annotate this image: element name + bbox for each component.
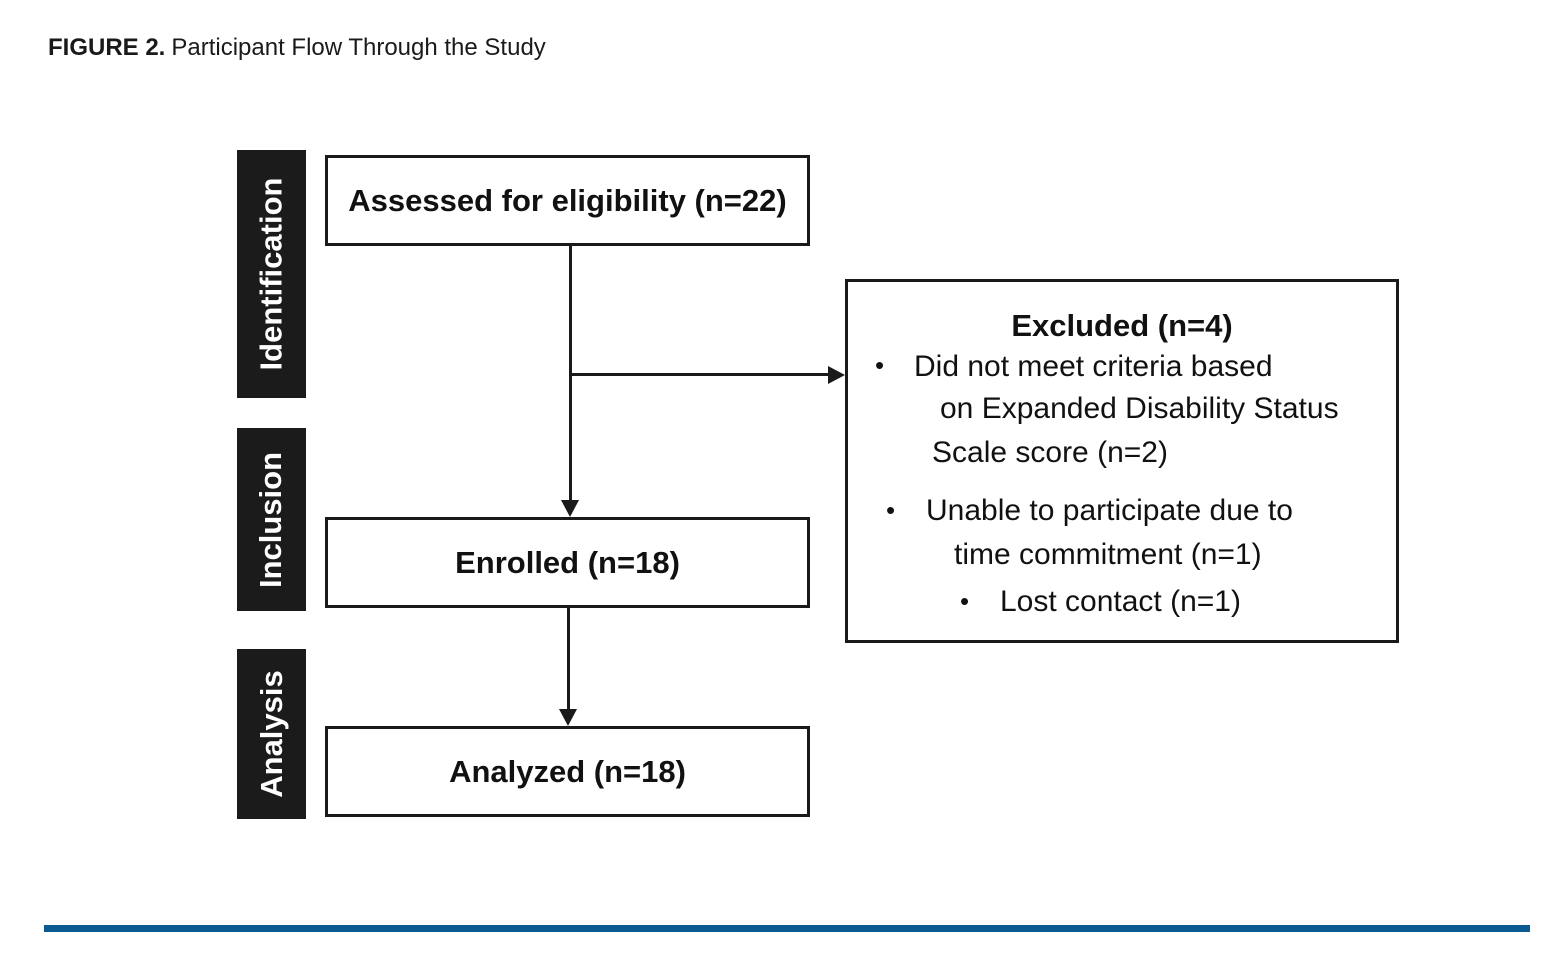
stage-bar-inclusion: Inclusion [237, 428, 306, 611]
bullet-reason-1: • [875, 350, 885, 380]
enrolled-box-label: Enrolled (n=18) [455, 544, 680, 580]
stage-label-analysis: Analysis [253, 670, 289, 798]
figure-label: FIGURE 2. [48, 34, 166, 61]
reason-2-line-1: Unable to participate due to [926, 494, 1293, 527]
assessed-box: Assessed for eligibility (n=22) [325, 155, 810, 246]
connector-to-excluded [570, 373, 829, 376]
enrolled-box: Enrolled (n=18) [325, 517, 810, 608]
assessed-box-label: Assessed for eligibility (n=22) [348, 182, 787, 218]
reason-3-line: Lost contact (n=1) [1000, 585, 1241, 618]
stage-label-inclusion: Inclusion [253, 451, 289, 588]
stage-bar-identification: Identification [237, 150, 306, 398]
stage-label-identification: Identification [253, 177, 289, 371]
excluded-box: Excluded (n=4) • Did not meet criteria b… [845, 279, 1399, 643]
reason-1-line-2: on Expanded Disability Status [940, 392, 1339, 425]
footer-rule [44, 925, 1530, 932]
analyzed-box-label: Analyzed (n=18) [449, 753, 686, 789]
figure-caption: FIGURE 2.Participant Flow Through the St… [48, 34, 546, 62]
bullet-reason-2: • [886, 495, 896, 525]
analyzed-box: Analyzed (n=18) [325, 726, 810, 817]
arrow-to-excluded [828, 366, 845, 384]
stage-bar-analysis: Analysis [237, 649, 306, 819]
arrow-to-enrolled [561, 500, 579, 517]
arrow-to-analyzed [559, 709, 577, 726]
excluded-title: Excluded (n=4) [1011, 308, 1233, 343]
bullet-reason-3: • [960, 586, 970, 616]
reason-2-line-2: time commitment (n=1) [954, 538, 1262, 571]
figure-title: Participant Flow Through the Study [171, 34, 546, 61]
connector-enrolled-to-analyzed [567, 608, 570, 710]
reason-1-line-3: Scale score (n=2) [932, 436, 1168, 469]
reason-1-line-1: Did not meet criteria based [914, 350, 1273, 383]
